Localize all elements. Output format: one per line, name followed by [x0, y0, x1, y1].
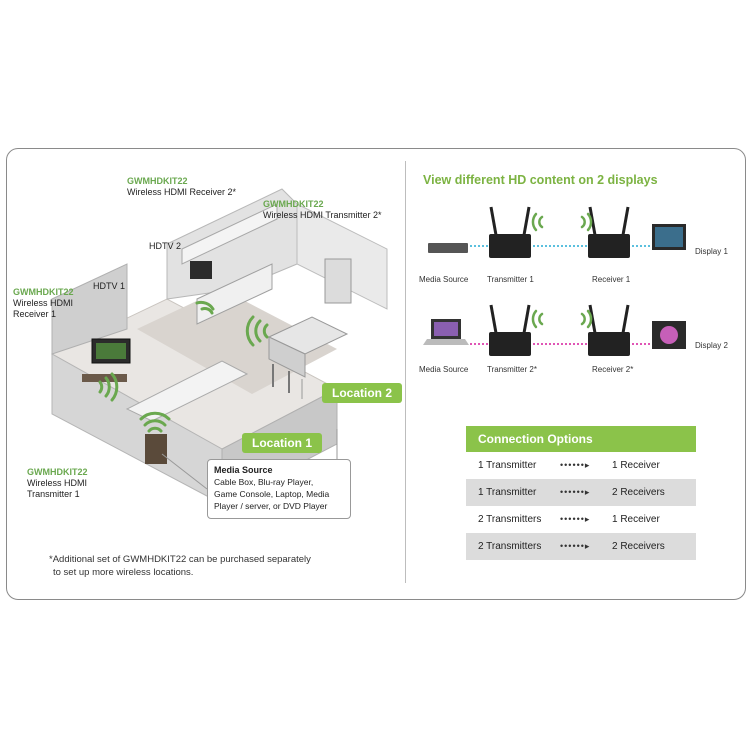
- connection-options-table: Connection Options 1 Transmitter ••••••▸…: [466, 426, 696, 560]
- kitchen-right-wall: [296, 203, 388, 310]
- panel-divider: [405, 161, 406, 583]
- upper-cabinets: [181, 203, 278, 265]
- hdtv2-screen: [190, 261, 212, 279]
- row1-receiver-label: Receiver 1: [592, 275, 631, 284]
- table-row: 1 Transmitter ••••••▸ 2 Receivers: [466, 479, 696, 506]
- footnote: *Additional set of GWMHDKIT22 can be pur…: [49, 554, 311, 578]
- wifi-waves-icon: [531, 309, 593, 329]
- media-source-box-icon: [428, 243, 468, 253]
- transmitter2-label: GWMHDKIT22 Wireless HDMI Transmitter 2*: [263, 199, 382, 220]
- row1-display-label: Display 1: [695, 247, 728, 256]
- row2-display-label: Display 2: [695, 341, 728, 350]
- right-panel-title: View different HD content on 2 displays: [423, 173, 658, 187]
- wireless-signal-icons: [98, 300, 269, 433]
- transmitter2-icon: [489, 332, 531, 356]
- row1-source-label: Media Source: [419, 275, 469, 284]
- location2-callout: Location 2: [322, 383, 403, 403]
- connection-options-title: Connection Options: [466, 426, 696, 452]
- row2-transmitter-label: Transmitter 2*: [487, 365, 537, 374]
- media-source-box: Media Source Cable Box, Blu-ray Player, …: [207, 459, 351, 519]
- leader-lines: [161, 379, 338, 490]
- lower-cabinets: [196, 263, 273, 325]
- table-row: 1 Transmitter ••••••▸ 1 Receiver: [466, 452, 696, 479]
- dotted-arrow-icon: ••••••▸: [560, 487, 591, 497]
- table-row: 2 Transmitters ••••••▸ 1 Receiver: [466, 506, 696, 533]
- receiver2-icon: [588, 332, 630, 356]
- refrigerator: [324, 258, 352, 304]
- receiver1-icon: [588, 234, 630, 258]
- infographic-panel: GWMHDKIT22 Wireless HDMI Receiver 2* GWM…: [6, 148, 746, 600]
- device-row-1: [428, 206, 686, 258]
- hdtv1-label: HDTV 1: [93, 281, 126, 291]
- media-source-title: Media Source: [214, 465, 273, 475]
- media-cabinet: [145, 434, 167, 464]
- dotted-arrow-icon: ••••••▸: [560, 541, 591, 551]
- hdtv2-label: HDTV 2: [149, 241, 182, 251]
- location1-callout: Location 1: [242, 433, 323, 453]
- table-row: 2 Transmitters ••••••▸ 2 Receivers: [466, 533, 696, 560]
- row2-receiver-label: Receiver 2*: [592, 365, 634, 374]
- receiver1-label: GWMHDKIT22 Wireless HDMI Receiver 1: [13, 287, 74, 319]
- transmitter1-label: GWMHDKIT22 Wireless HDMI Transmitter 1: [27, 467, 88, 499]
- transmitter1-icon: [489, 234, 531, 258]
- dotted-arrow-icon: ••••••▸: [560, 460, 591, 470]
- device-row-2: [423, 304, 686, 356]
- row2-source-label: Media Source: [419, 365, 469, 374]
- receiver2-label: GWMHDKIT22 Wireless HDMI Receiver 2*: [127, 176, 237, 197]
- row1-transmitter-label: Transmitter 1: [487, 275, 534, 284]
- dotted-arrow-icon: ••••••▸: [560, 514, 591, 524]
- living-back-wall: [51, 263, 128, 355]
- wifi-waves-icon: [531, 212, 593, 232]
